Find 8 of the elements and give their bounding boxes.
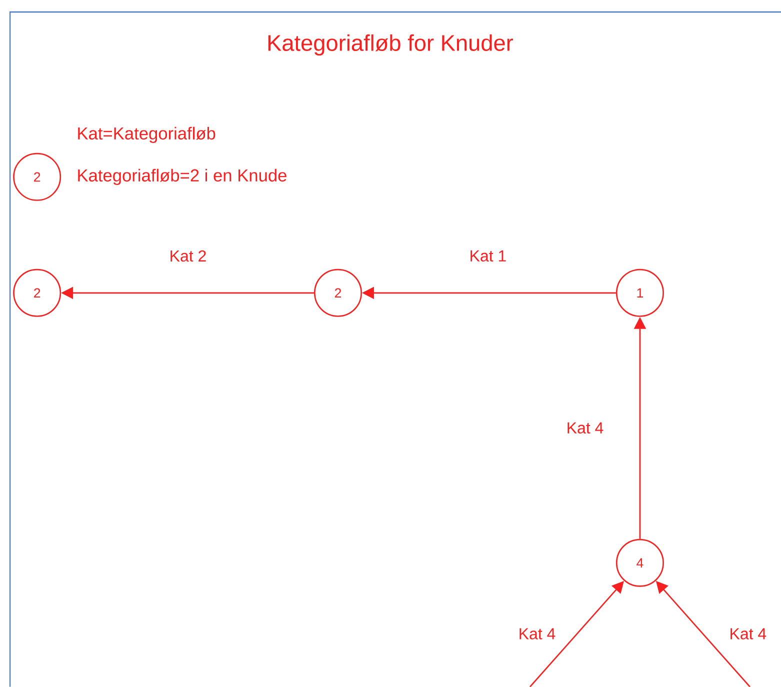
edge-label: Kat 1 xyxy=(468,249,508,263)
edge-label: Kat 2 xyxy=(168,249,208,264)
edge-label: Kat 4 xyxy=(565,421,606,435)
edge-label: Kat 4 xyxy=(517,626,558,641)
title: Kategoriafløb for Knuder xyxy=(268,34,514,56)
edge-label: Kat 4 xyxy=(728,626,768,641)
legend-text: Kat=Kategoriafløb xyxy=(78,126,216,144)
legend-text: Kategoriafløb=2 i en Knude xyxy=(78,168,286,186)
